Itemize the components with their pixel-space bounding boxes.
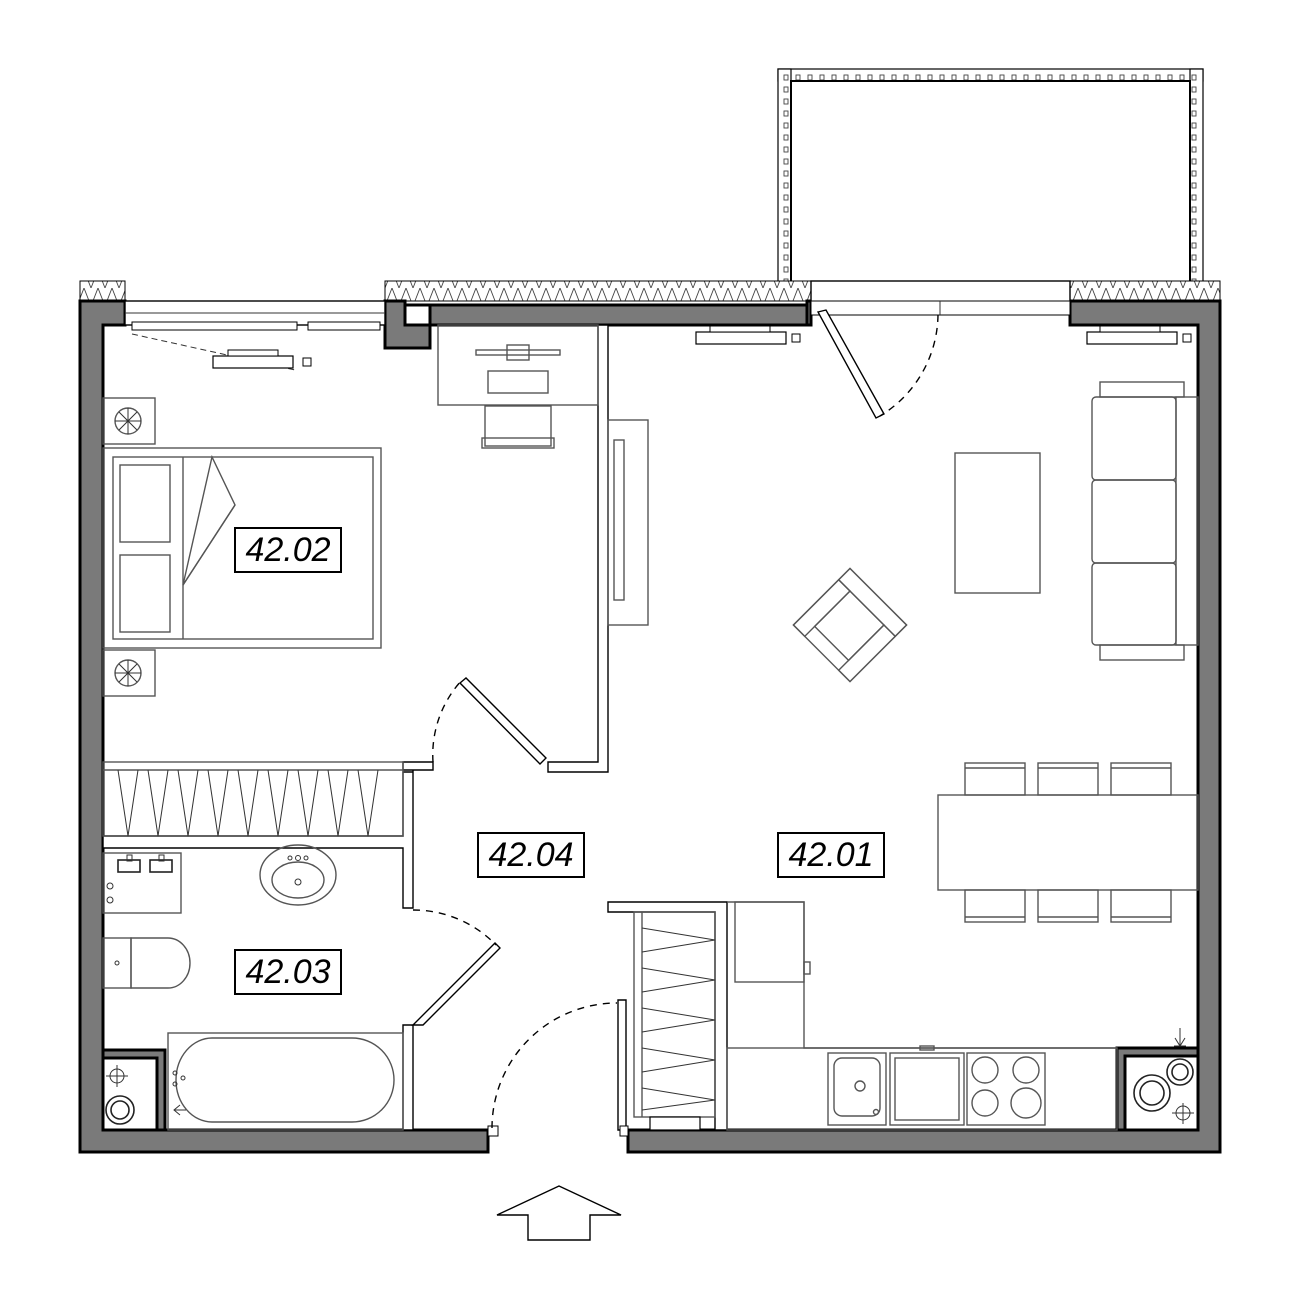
balcony <box>777 68 1204 285</box>
utility-shaft-kitchen <box>1133 1058 1194 1124</box>
room-label-hall: 42.04 <box>477 832 585 878</box>
desk-with-chair <box>437 324 599 449</box>
window-bedroom <box>124 300 386 371</box>
oven <box>889 1045 965 1126</box>
kitchen-sink <box>827 1052 887 1126</box>
drain-arrow-icon <box>1174 1028 1186 1047</box>
utility-shaft-bathroom <box>105 1065 186 1125</box>
exterior-walls <box>78 299 1222 1154</box>
nightstands <box>102 397 156 697</box>
dining-table-with-chairs <box>937 762 1199 923</box>
room-label-living: 42.01 <box>777 832 885 878</box>
bathroom-vanity <box>102 852 182 914</box>
wardrobe-hall <box>633 911 716 1131</box>
room-label-bathroom: 42.03 <box>234 949 342 995</box>
bed <box>102 447 382 649</box>
armchair <box>792 567 908 683</box>
cooktop <box>966 1052 1046 1126</box>
sofa <box>1091 381 1199 661</box>
toilet <box>102 937 191 989</box>
wardrobe-bedroom <box>102 761 404 837</box>
coffee-table <box>954 452 1041 594</box>
tv-unit <box>607 419 649 626</box>
window-balcony-door <box>810 280 1071 419</box>
radiator-icon <box>212 325 1192 369</box>
kitchen-counter <box>726 901 1118 1131</box>
room-label-bedroom: 42.02 <box>234 527 342 573</box>
doors <box>411 677 629 1137</box>
washbasin <box>259 844 337 906</box>
entrance-arrow-icon <box>496 1185 622 1241</box>
bathtub <box>167 1032 404 1131</box>
